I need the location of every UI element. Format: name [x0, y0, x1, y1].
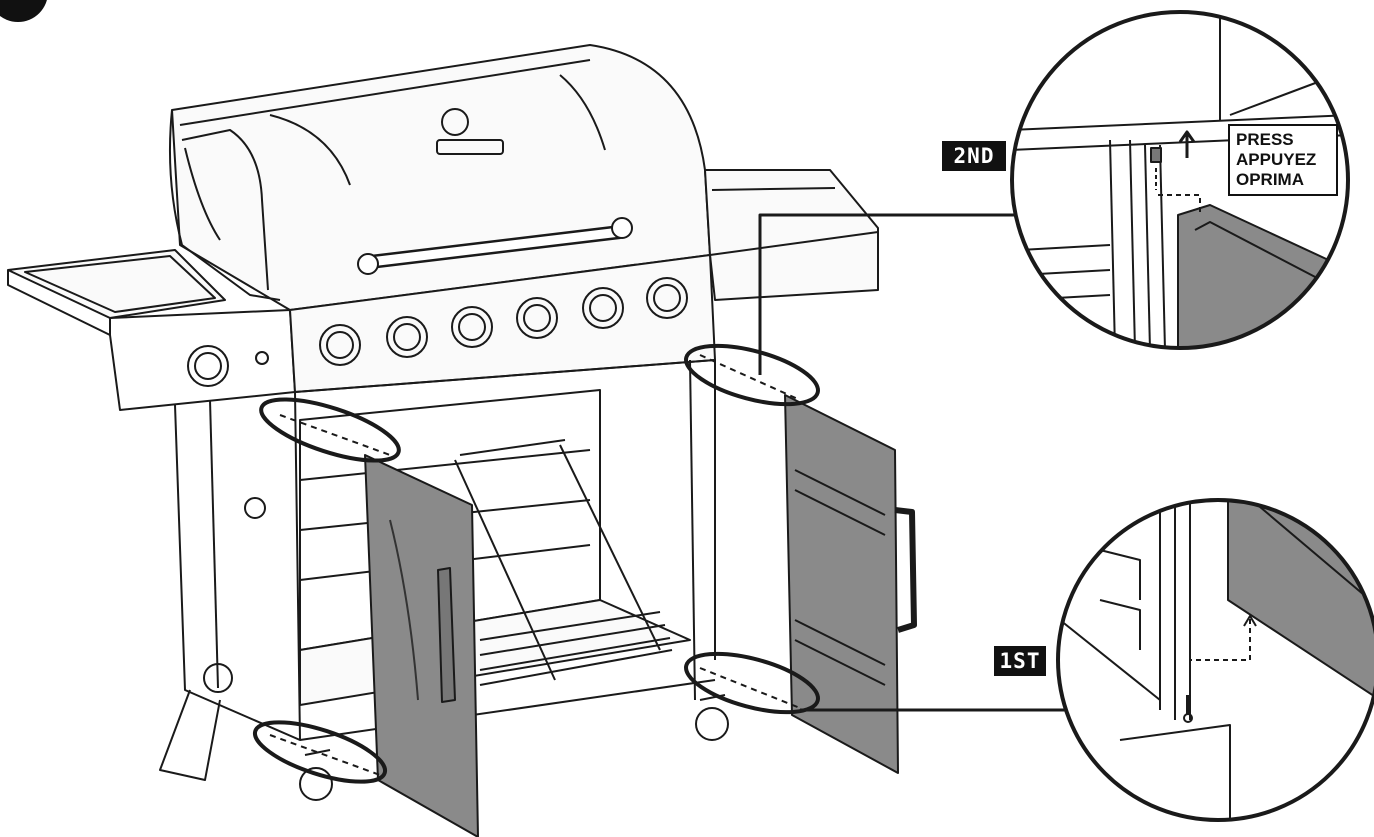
step-marker [0, 0, 47, 22]
press-text-es: OPRIMA [1236, 170, 1304, 189]
hinge-markers [252, 343, 820, 784]
right-side-shelf [704, 169, 879, 301]
grill-lid [169, 44, 711, 311]
press-text-en: PRESS [1236, 130, 1294, 149]
right-door [784, 394, 917, 774]
step-2nd-badge: 2ND [942, 141, 1006, 171]
detail-bottom [1056, 498, 1374, 822]
step-1st-badge: 1ST [994, 646, 1046, 676]
left-door [364, 454, 479, 837]
side-burner-shelf [7, 249, 296, 411]
press-text-fr: APPUYEZ [1236, 150, 1317, 169]
press-instruction-box: PRESS APPUYEZ OPRIMA [1228, 124, 1338, 196]
